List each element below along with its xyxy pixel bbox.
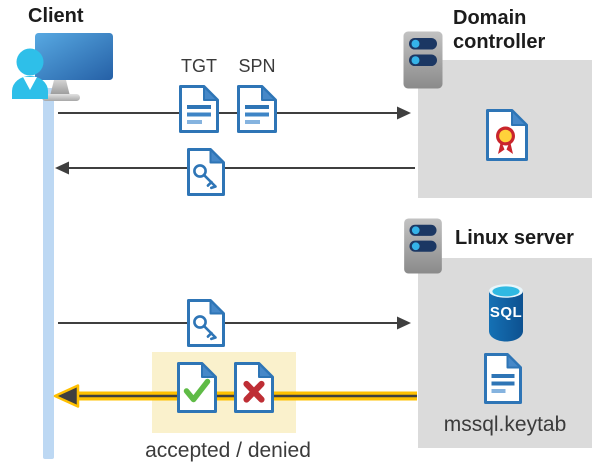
domain-controller-title: Domain controller: [453, 7, 546, 53]
spn-label: SPN: [238, 56, 276, 76]
server-icon: [404, 218, 442, 274]
keytab-filename: mssql.keytab: [443, 413, 567, 436]
result-caption: accepted / denied: [145, 439, 311, 462]
keytab-document-icon: [484, 353, 522, 404]
certificate-document-icon: [486, 109, 528, 161]
arrow-dc-to-client: [55, 161, 415, 175]
desktop-user-icon: [12, 33, 113, 101]
linux-server-title: Linux server: [455, 227, 574, 249]
client-lifeline: [43, 88, 54, 459]
arrow-client-to-linux: [58, 316, 411, 330]
tgt-document-icon: [179, 85, 219, 133]
client-title: Client: [28, 5, 84, 27]
tgt-label: TGT: [181, 56, 217, 76]
key-document-icon: [187, 299, 225, 347]
check-document-icon: [177, 362, 217, 413]
server-icon: [403, 31, 443, 89]
arrow-client-to-dc: [58, 106, 411, 120]
spn-document-icon: [237, 85, 277, 133]
cross-document-icon: [234, 362, 274, 413]
sql-icon-label: SQL: [489, 304, 523, 321]
sql-database-icon: SQL: [486, 280, 526, 344]
key-document-icon: [187, 148, 225, 196]
